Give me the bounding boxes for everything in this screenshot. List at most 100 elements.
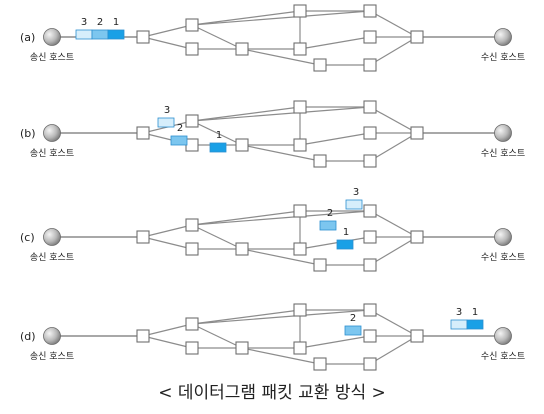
panel-label: (d): [20, 330, 36, 343]
network-link: [191, 210, 371, 226]
network-link: [142, 36, 193, 50]
network-link: [142, 224, 193, 238]
network-link: [191, 309, 301, 325]
switch-node: [363, 204, 377, 218]
network-link: [369, 210, 418, 238]
switch-node: [363, 126, 377, 140]
receiver-host-label: 수신 호스트: [481, 52, 525, 63]
packet-number: 2: [350, 313, 356, 324]
switch-node: [363, 30, 377, 44]
switch-node: [185, 341, 199, 355]
switch-node: [293, 242, 307, 256]
switch-node: [185, 317, 199, 331]
packet-number: 3: [353, 187, 359, 198]
sender-host: [43, 327, 61, 345]
packet-3: [345, 199, 363, 210]
switch-node: [293, 303, 307, 317]
switch-node: [293, 204, 307, 218]
packet-1: [466, 319, 484, 330]
switch-node: [313, 357, 327, 371]
network-link: [142, 323, 193, 337]
switch-node: [185, 114, 199, 128]
switch-node: [363, 357, 377, 371]
network-link: [369, 10, 418, 38]
switch-node: [293, 138, 307, 152]
receiver-host: [494, 124, 512, 142]
network-link: [191, 106, 371, 122]
packet-2: [170, 135, 188, 146]
network-link: [369, 236, 418, 266]
network-link: [241, 144, 321, 162]
network-link: [142, 236, 193, 250]
network-link: [142, 24, 193, 38]
network-link: [299, 36, 371, 50]
packet-number: 2: [327, 208, 333, 219]
receiver-host-label: 수신 호스트: [481, 252, 525, 263]
network-link: [299, 132, 371, 146]
network-link: [191, 309, 371, 325]
switch-node: [363, 303, 377, 317]
network-link: [191, 210, 301, 226]
switch-node: [363, 100, 377, 114]
network-link: [369, 335, 418, 365]
network-link: [369, 132, 418, 162]
switch-node: [185, 18, 199, 32]
switch-node: [363, 154, 377, 168]
network-link: [369, 36, 418, 66]
packet-1: [209, 142, 227, 153]
packet-2: [344, 325, 362, 336]
switch-node: [410, 329, 424, 343]
switch-node: [410, 126, 424, 140]
switch-node: [313, 258, 327, 272]
switch-node: [235, 42, 249, 56]
switch-node: [136, 126, 150, 140]
panel-label: (b): [20, 127, 36, 140]
panel-label: (a): [20, 31, 35, 44]
network-link: [241, 248, 321, 266]
switch-node: [136, 230, 150, 244]
switch-node: [235, 138, 249, 152]
switch-node: [293, 341, 307, 355]
network-link: [191, 323, 243, 349]
switch-node: [293, 100, 307, 114]
switch-node: [235, 242, 249, 256]
sender-host: [43, 228, 61, 246]
switch-node: [293, 42, 307, 56]
packet-1: [107, 29, 125, 40]
network-link: [299, 236, 371, 250]
switch-node: [185, 138, 199, 152]
packet-number: 1: [216, 130, 222, 141]
switch-node: [185, 42, 199, 56]
diagram-caption: < 데이터그램 패킷 교환 방식 >: [158, 383, 386, 403]
sender-host-label: 송신 호스트: [30, 52, 74, 63]
network-link: [191, 120, 243, 146]
switch-node: [363, 329, 377, 343]
network-link: [191, 24, 243, 50]
receiver-host-label: 수신 호스트: [481, 351, 525, 362]
switch-node: [363, 230, 377, 244]
switch-node: [235, 341, 249, 355]
packet-number: 3: [81, 17, 87, 28]
network-link: [369, 309, 418, 337]
network-link: [142, 335, 193, 349]
network-link: [299, 335, 371, 349]
network-link: [241, 48, 321, 66]
receiver-host: [494, 28, 512, 46]
switch-node: [136, 30, 150, 44]
packet-number: 3: [164, 105, 170, 116]
sender-host: [43, 124, 61, 142]
switch-node: [363, 4, 377, 18]
panel-label: (c): [20, 231, 35, 244]
packet-number: 1: [113, 17, 119, 28]
switch-node: [313, 58, 327, 72]
network-link: [191, 224, 243, 250]
packet-number: 1: [472, 307, 478, 318]
packet-number: 2: [177, 123, 183, 134]
packet-1: [336, 239, 354, 250]
sender-host-label: 송신 호스트: [30, 252, 74, 263]
